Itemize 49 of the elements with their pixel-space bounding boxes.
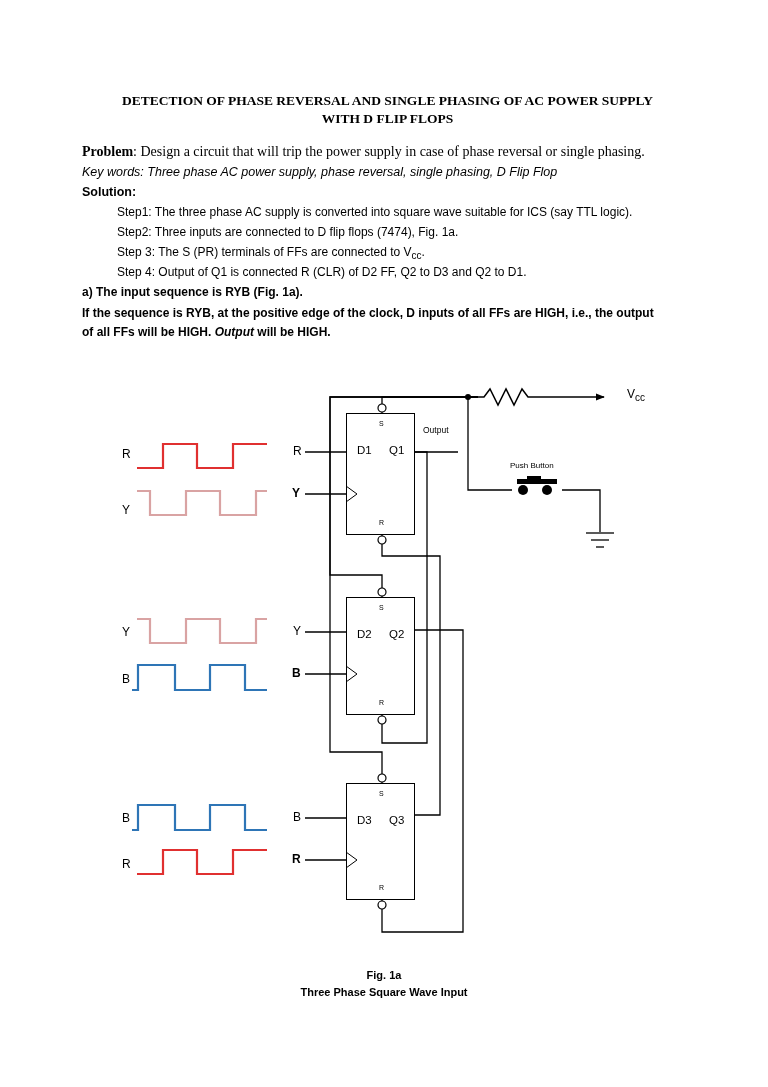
input-label: B [293, 811, 301, 825]
flip-flop-box [346, 783, 415, 900]
output-pin-label: Q2 [389, 628, 405, 642]
step-text: Step 4: Output of Q1 is connected R (CLR) of D2 FF, Q2 to D3 and Q2 to D1. [117, 265, 527, 279]
input-label: B [292, 667, 301, 681]
input-label: Y [293, 625, 301, 639]
arrow [539, 393, 605, 401]
output-pin-label: Q3 [389, 814, 405, 828]
output-pin-label: Q1 [389, 444, 405, 458]
problem-statement: Problem: Design a circuit that will trip the power supply in case of phase reversal or single phasing. [82, 144, 645, 160]
figure-caption: Three Phase Square Wave Input [299, 986, 469, 998]
wire [304, 631, 347, 633]
data-pin-label: D2 [357, 628, 372, 642]
figure-number: Fig. 1a [365, 969, 403, 981]
input-label: Y [292, 487, 300, 501]
inverted-input-wire [377, 534, 441, 816]
step-text: Step 3: The S (PR) terminals of FFs are connected to V$_{cc}$. [117, 245, 425, 262]
supply-label: V$_{cc}$ [627, 388, 645, 404]
waveform-label: R [122, 447, 131, 461]
section-heading: Solution: [82, 185, 137, 199]
clock-input-wire [304, 665, 358, 683]
edge-label: Output [423, 426, 449, 436]
resistor-symbol [478, 387, 540, 407]
wire [304, 451, 347, 453]
step-text: Step2: Three inputs are connected to D flip flops (7474), Fig. 1a. [117, 225, 459, 239]
input-label: R [293, 445, 302, 459]
input-label: R [292, 853, 301, 867]
data-pin-label: D3 [357, 814, 372, 828]
waveform-label: B [122, 672, 130, 686]
step-text: Step1: The three phase AC supply is converted into square wave suitable for ICS (say TTL logic). [117, 205, 633, 219]
wire [467, 396, 513, 491]
flip-flop-box [346, 413, 415, 535]
subheading: a) The input sequence is RYB (Fig. 1a). [82, 285, 303, 299]
waveform-label: Y [122, 503, 130, 517]
wire [561, 489, 601, 533]
inverted-input-wire [377, 451, 428, 744]
inverted-input-wire [377, 629, 464, 933]
clock-input-wire [304, 485, 358, 503]
flip-flop-box [346, 597, 415, 715]
waveform-label: Y [122, 625, 130, 639]
paragraph: If the sequence is RYB, at the positive edge of the clock, D inputs of all FFs are HIGH, i.e., the output of all FFs will be HIGH. Output will be HIGH. [82, 305, 655, 342]
waveform-label: B [122, 811, 130, 825]
wire [304, 817, 347, 819]
document-title: DETECTION OF PHASE REVERSAL AND SINGLE PHASING OF AC POWER SUPPLY WITH D FLIP FLOPS [120, 92, 655, 129]
keywords-text: Key words: Three phase AC power supply, phase reversal, single phasing, D Flip Flop [82, 165, 558, 179]
data-pin-label: D1 [357, 444, 372, 458]
waveform-label: R [122, 857, 131, 871]
component-label: Push Button [510, 461, 554, 471]
clock-input-wire [304, 851, 358, 869]
